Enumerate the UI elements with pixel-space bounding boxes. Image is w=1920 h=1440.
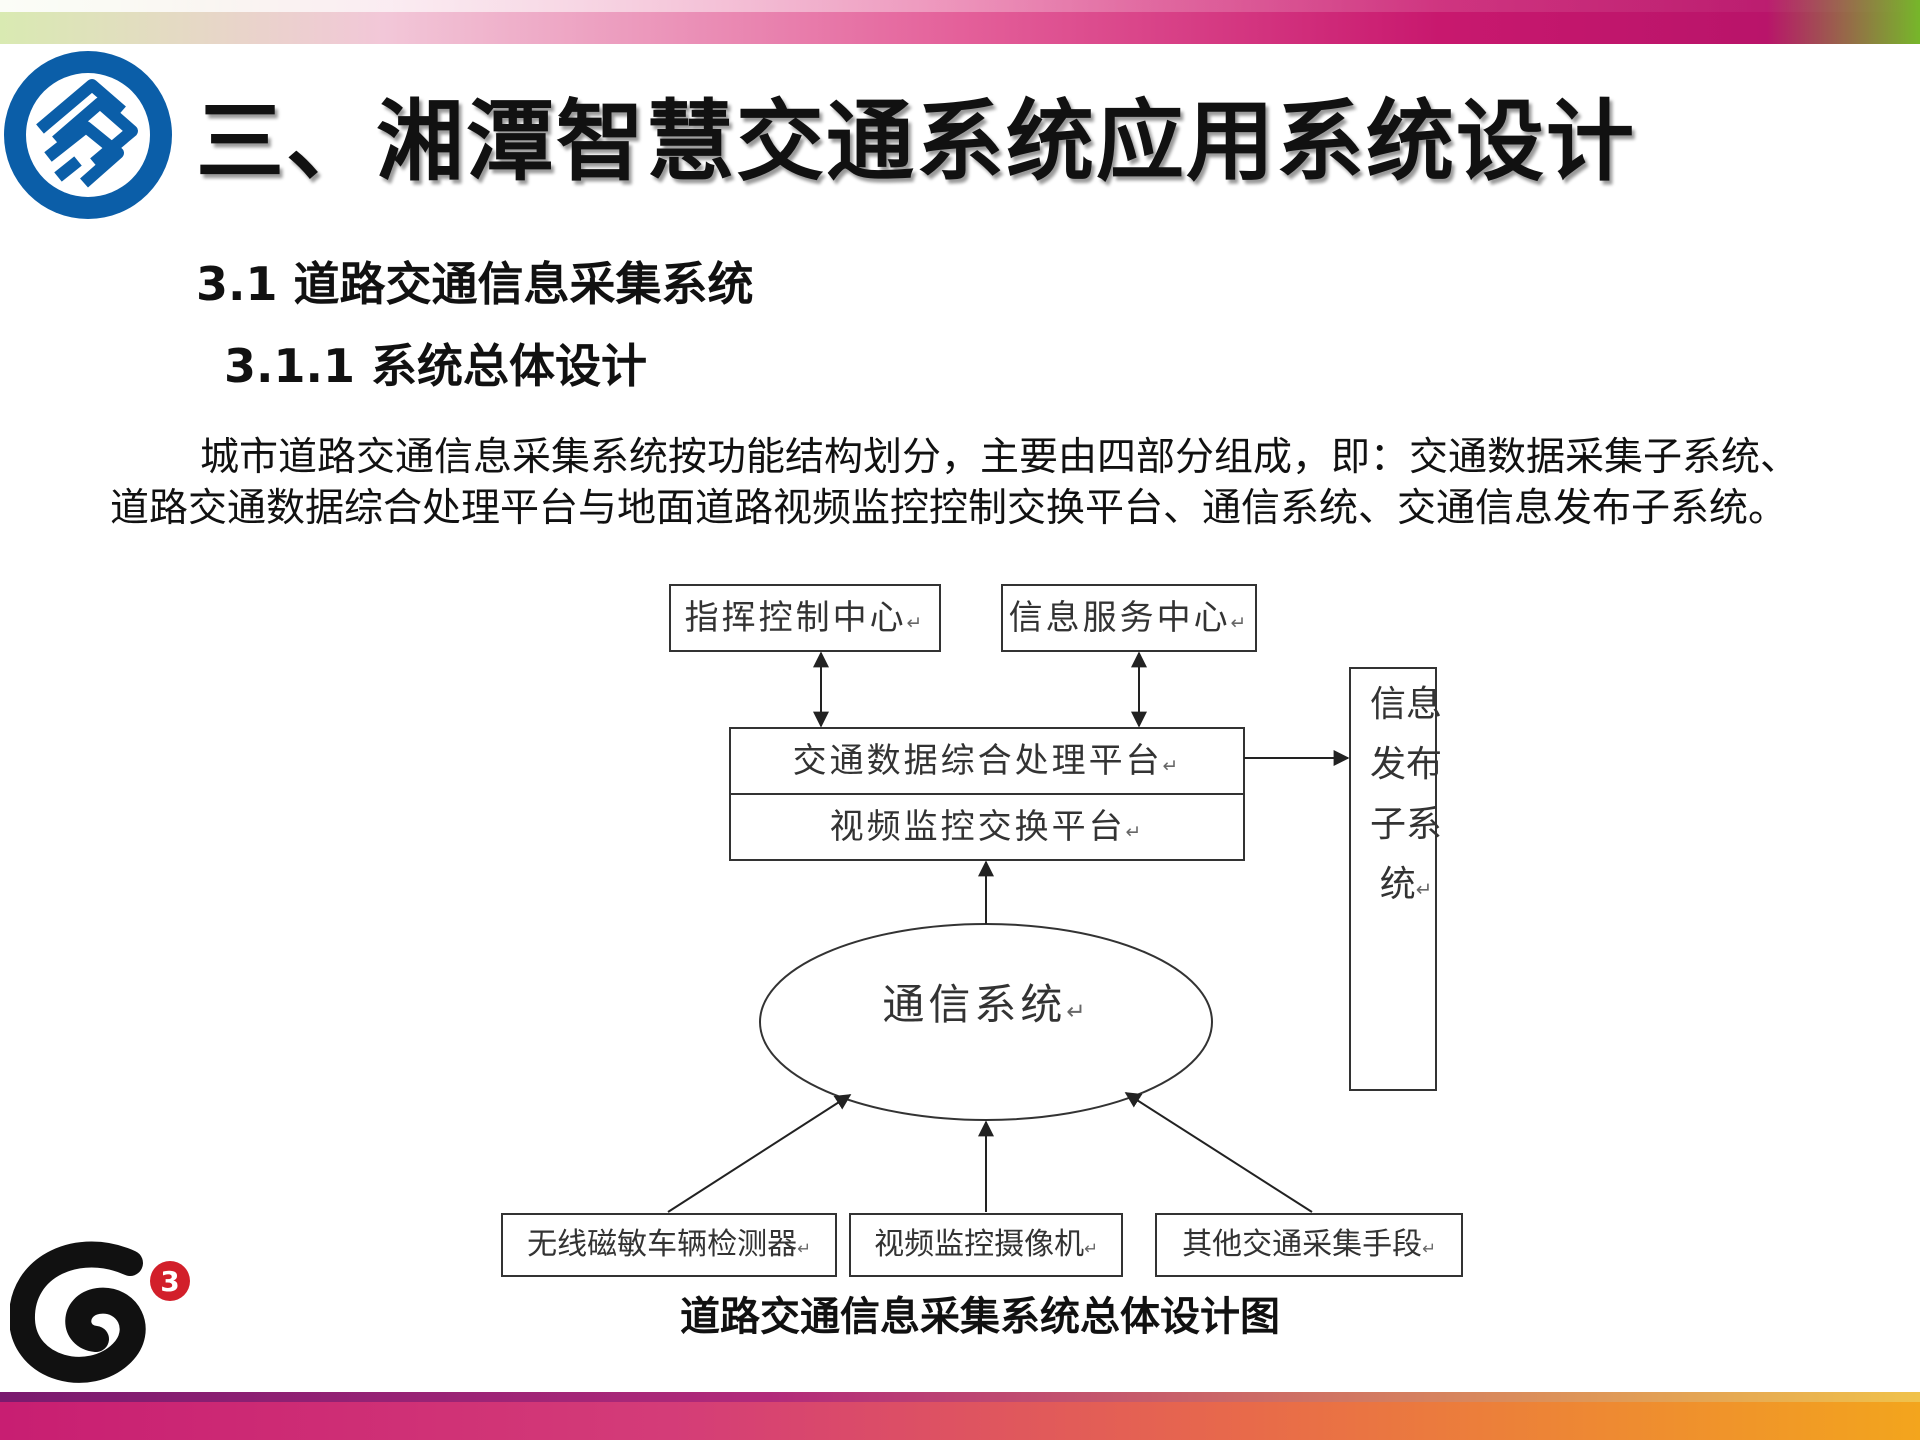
subsection-heading: 3.1.1 系统总体设计 bbox=[224, 339, 647, 393]
video-platform-label: 视频监控交换平台↵ bbox=[730, 796, 1244, 864]
other-collection-text: 其他交通采集手段 bbox=[1182, 1227, 1423, 1262]
china-mobile-logo bbox=[0, 45, 180, 225]
video-platform-text: 视频监控交换平台 bbox=[829, 807, 1126, 847]
sensor-text: 无线磁敏车辆检测器 bbox=[527, 1227, 798, 1262]
info-service-center-text: 信息服务中心 bbox=[1008, 598, 1231, 638]
sensor-label: 无线磁敏车辆检测器↵ bbox=[502, 1216, 836, 1278]
diagram-caption: 道路交通信息采集系统总体设计图 bbox=[680, 1294, 1280, 1340]
comm-system-label: 通信系统↵ bbox=[760, 975, 1212, 1042]
return-mark: ↵ bbox=[1084, 1239, 1098, 1258]
diagram-graphics bbox=[501, 584, 1463, 1277]
section-heading: 3.1 道路交通信息采集系统 bbox=[196, 257, 754, 311]
data-platform-label: 交通数据综合处理平台↵ bbox=[730, 730, 1244, 798]
return-mark: ↵ bbox=[1066, 999, 1090, 1025]
info-release-box bbox=[1349, 667, 1437, 1091]
return-mark: ↵ bbox=[1422, 1239, 1436, 1258]
arrow-sensor-comm bbox=[667, 1094, 852, 1213]
arrow-other-comm bbox=[1124, 1092, 1313, 1213]
other-collection-box bbox=[1155, 1213, 1463, 1277]
g3-badge: 3 bbox=[160, 1265, 179, 1298]
return-mark: ↵ bbox=[1415, 878, 1433, 901]
sensor-box bbox=[501, 1213, 837, 1277]
slide-title: 三、湘潭智慧交通系统应用系统设计 bbox=[196, 90, 1637, 193]
camera-text: 视频监控摄像机 bbox=[874, 1227, 1085, 1262]
system-design-diagram: 指挥控制中心↵ 信息服务中心↵ 交通数据综合处理平台↵ 视频监控交换平台↵ 通信… bbox=[480, 575, 1480, 1285]
g3-logo: 3 bbox=[9, 1235, 200, 1395]
command-center-label: 指挥控制中心↵ bbox=[670, 587, 940, 655]
info-release-text: 信息发布子系统 bbox=[1369, 684, 1442, 905]
return-mark: ↵ bbox=[1125, 822, 1145, 843]
bottom-decorative-band bbox=[0, 1392, 1920, 1440]
return-mark: ↵ bbox=[1162, 756, 1182, 777]
top-decorative-band bbox=[0, 0, 1920, 44]
info-release-label: 信息发布子系统↵ bbox=[1364, 675, 1448, 920]
comm-system-text: 通信系统 bbox=[882, 980, 1067, 1029]
command-center-text: 指挥控制中心 bbox=[684, 598, 907, 638]
return-mark: ↵ bbox=[1230, 613, 1250, 634]
other-collection-label: 其他交通采集手段↵ bbox=[1156, 1216, 1462, 1278]
camera-label: 视频监控摄像机↵ bbox=[850, 1216, 1122, 1278]
command-center-box bbox=[669, 584, 941, 652]
info-service-center-label: 信息服务中心↵ bbox=[1002, 587, 1256, 655]
camera-box bbox=[849, 1213, 1123, 1277]
data-platform-text: 交通数据综合处理平台 bbox=[792, 741, 1163, 781]
return-mark: ↵ bbox=[797, 1239, 811, 1258]
body-paragraph: 城市道路交通信息采集系统按功能结构划分，主要由四部分组成，即：交通数据采集子系统… bbox=[110, 435, 1800, 531]
return-mark: ↵ bbox=[906, 613, 926, 634]
info-service-center-box bbox=[1001, 584, 1257, 652]
